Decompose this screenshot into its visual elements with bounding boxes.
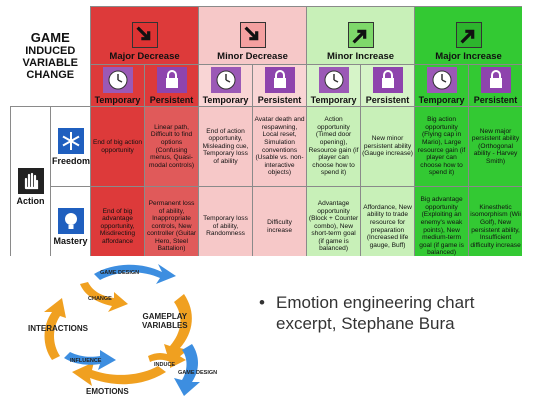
sub-persistent: Persistent [360,64,416,107]
category-major-increase: Major Increase [414,6,522,65]
orange-arrow-induce [148,350,186,368]
lower-section: GAME DESIGN CHANGE INTERACTIONS GAMEPLAY… [0,256,540,405]
chart-table: GAME INDUCED VARIABLE CHANGE Major Decre… [10,6,522,256]
orange-arrow-left [44,298,66,360]
cell-freedom-minor-decrease-persistent: Avatar death and respawning, Local reset… [252,106,308,187]
caption: • Emotion engineering chart excerpt, Ste… [259,292,532,334]
lock-icon [480,67,511,93]
game-design-right-label: GAME DESIGN [178,370,218,376]
lock-icon [156,67,187,93]
sub-persistent: Persistent [468,64,522,107]
caption-text: Emotion engineering chart excerpt, Steph… [276,293,475,333]
cell-mastery-minor-decrease-temporary: Temporary loss of ability, Randomness [198,186,254,256]
category-minor-decrease: Minor Decrease [198,6,308,65]
cell-mastery-major-decrease-persistent: Permanent loss of ability, Inappropriate… [144,186,200,256]
cell-freedom-major-increase-persistent: New major persistent ability (Orthogonal… [468,106,522,187]
chart-title: GAME INDUCED VARIABLE CHANGE [10,6,91,107]
row-group-action: Action [10,106,51,256]
cycle-diagram: GAME DESIGN CHANGE INTERACTIONS GAMEPLAY… [24,260,234,400]
sub-temporary: Temporary [414,64,470,107]
row-label-mastery: Mastery [49,186,92,256]
row-label-freedom: Freedom [49,106,92,187]
category-minor-increase: Minor Increase [306,6,416,65]
interactions-label: INTERACTIONS [28,324,88,333]
cell-mastery-major-increase-persistent: Kinesthetic isomorphism (Wii Golf), New … [468,186,522,256]
caption-bullet: • [259,293,265,312]
sub-persistent: Persistent [252,64,308,107]
cell-freedom-major-increase-temporary: Big action opportunity (Flying cap in Ma… [414,106,470,187]
sub-temporary: Temporary [306,64,362,107]
cell-freedom-minor-increase-temporary: Action opportunity (Timed door opening),… [306,106,362,187]
hand-icon [17,167,44,194]
cell-mastery-major-decrease-temporary: End of big advantage opportunity, Misdir… [90,186,146,256]
gameplay-variables-label: GAMEPLAY VARIABLES [142,312,188,330]
emotions-label: EMOTIONS [86,387,129,396]
influence-label: INFLUENCE [70,358,102,364]
lightbulb-icon [57,207,84,234]
sub-persistent: Persistent [144,64,200,107]
game-design-top-label: GAME DESIGN [100,270,140,276]
major-increase-arrow-icon [455,22,482,48]
minor-increase-arrow-icon [347,22,374,48]
lock-icon [264,67,295,93]
major-decrease-arrow-icon [131,22,158,48]
cell-freedom-major-decrease-persistent: Linear path, Difficult to find options (… [144,106,200,187]
change-label: CHANGE [88,296,112,302]
cell-mastery-minor-increase-persistent: Affordance, New ability to trade resourc… [360,186,416,256]
cycle-arrows [44,264,200,396]
orange-arrow-right [164,294,192,364]
clock-icon [102,67,133,93]
snowflake-icon [57,127,84,154]
minor-decrease-arrow-icon [239,22,266,48]
sub-temporary: Temporary [90,64,146,107]
cell-freedom-major-decrease-temporary: End of big action opportunity [90,106,146,187]
cell-mastery-minor-decrease-persistent: Difficulty increase [252,186,308,256]
cell-mastery-minor-increase-temporary: Advantage opportunity (Block + Counter c… [306,186,362,256]
emotion-engineering-chart: GAME INDUCED VARIABLE CHANGE Major Decre… [10,6,522,256]
blue-arrow-top [94,264,176,284]
blue-arrow-right [174,344,200,396]
sub-temporary: Temporary [198,64,254,107]
blue-arrow-influence [64,350,116,370]
category-major-decrease: Major Decrease [90,6,200,65]
orange-arrow-change [80,282,128,312]
cell-mastery-major-increase-temporary: Big advantage opportunity (Exploiting an… [414,186,470,256]
clock-icon [426,67,457,93]
clock-icon [318,67,349,93]
lock-icon [372,67,403,93]
induce-label: INDUCE [154,362,176,368]
cell-freedom-minor-decrease-temporary: End of action opportunity, Misleading cu… [198,106,254,187]
cell-freedom-minor-increase-persistent: New minor persistent ability (Gauge incr… [360,106,416,187]
orange-arrow-bottom [72,362,166,386]
clock-icon [210,67,241,93]
